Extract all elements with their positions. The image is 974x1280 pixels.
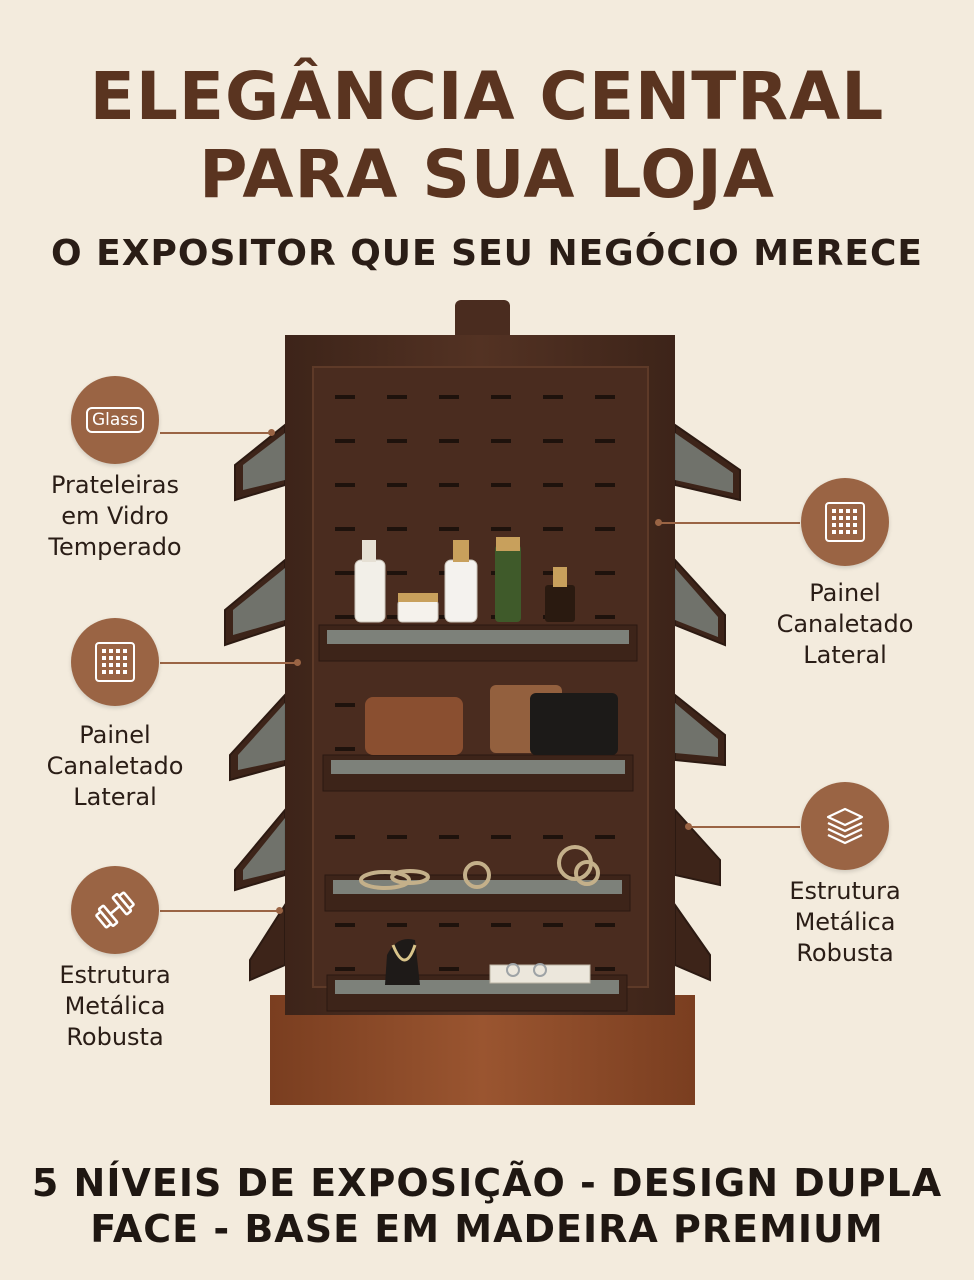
- feature-structure-right: Estrutura Metálica Robusta: [755, 782, 935, 969]
- feature-glass-shelves: Glass Prateleiras em Vidro Temperado: [30, 376, 200, 563]
- feature-panel-right: Painel Canaletado Lateral: [755, 478, 935, 671]
- footer-line-1: 5 NÍVEIS DE EXPOSIÇÃO - DESIGN DUPLA: [31, 1161, 943, 1205]
- feature-structure-left-label: Estrutura Metálica Robusta: [59, 961, 171, 1051]
- feature-structure-right-label: Estrutura Metálica Robusta: [789, 877, 901, 967]
- headline-line-1: ELEGÂNCIA CENTRAL: [89, 58, 885, 135]
- feature-panel-right-label: Painel Canaletado Lateral: [776, 579, 914, 669]
- grid-panel-icon: [71, 618, 159, 706]
- dumbbell-icon: [71, 866, 159, 954]
- layers-icon: [801, 782, 889, 870]
- feature-panel-left: Painel Canaletado Lateral: [30, 618, 200, 813]
- subtitle: O EXPOSITOR QUE SEU NEGÓCIO MERECE: [50, 233, 924, 274]
- feature-structure-left: Estrutura Metálica Robusta: [30, 866, 200, 1053]
- glass-icon: Glass: [71, 376, 159, 464]
- product-display-illustration: [224, 300, 741, 1105]
- headline-line-2: PARA SUA LOJA: [199, 136, 775, 213]
- feature-glass-label: Prateleiras em Vidro Temperado: [48, 471, 182, 561]
- grid-panel-icon: [801, 478, 889, 566]
- feature-panel-left-label: Painel Canaletado Lateral: [46, 721, 184, 811]
- footer-line-2: FACE - BASE EM MADEIRA PREMIUM: [90, 1207, 884, 1251]
